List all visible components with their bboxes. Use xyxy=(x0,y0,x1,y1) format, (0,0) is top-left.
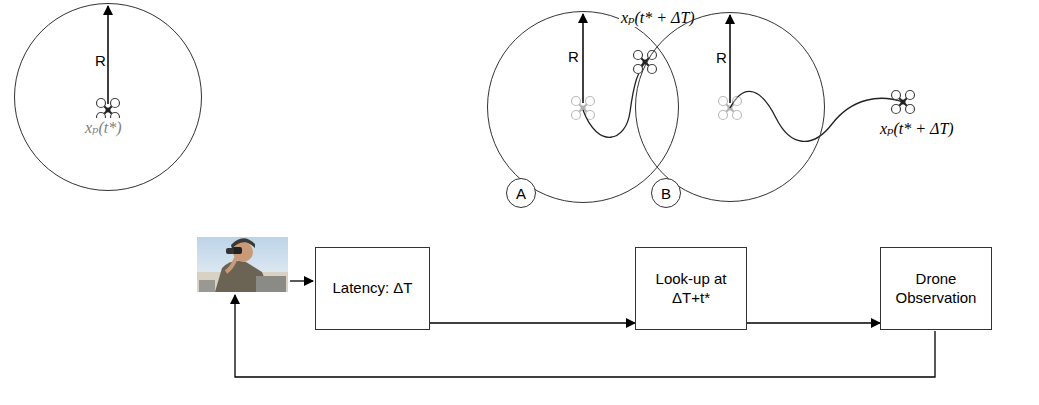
flow-arrow xyxy=(290,280,313,281)
case-marker: B xyxy=(651,178,681,208)
position-label: xₚ(t* + ΔT) xyxy=(878,119,956,138)
process-box: Drone Observation xyxy=(880,247,992,330)
process-box: Look-up at ΔT+t* xyxy=(635,247,747,330)
box-label: Look-up at ΔT+t* xyxy=(642,270,740,308)
range-circle: Rxₚ(t*) xyxy=(14,3,202,191)
radius-label: R xyxy=(95,52,106,69)
flow-arrow xyxy=(747,322,880,323)
position-label: xₚ(t*) xyxy=(83,118,124,137)
range-circle: Rxₚ(t* + ΔT)B xyxy=(635,12,825,202)
range-circle: Rxₚ(t* + ΔT)A xyxy=(487,11,679,203)
box-label: Drone Observation xyxy=(887,270,985,308)
drone-icon xyxy=(892,91,915,114)
position-label: xₚ(t* + ΔT) xyxy=(619,8,697,27)
radius-arrow xyxy=(582,14,584,103)
radius-arrow xyxy=(729,15,731,103)
flow-arrow xyxy=(430,322,635,323)
case-letter: A xyxy=(516,185,526,202)
operator-photo xyxy=(197,237,288,292)
drone-icon xyxy=(634,51,657,74)
radius-label: R xyxy=(568,48,579,65)
drone-icon xyxy=(572,97,595,120)
drone-icon xyxy=(719,97,742,120)
process-box: Latency: ΔT xyxy=(315,247,430,330)
case-marker: A xyxy=(506,178,536,208)
case-letter: B xyxy=(661,185,671,202)
radius-label: R xyxy=(716,49,727,66)
radius-arrow xyxy=(107,6,109,104)
box-label: Latency: ΔT xyxy=(332,279,412,298)
